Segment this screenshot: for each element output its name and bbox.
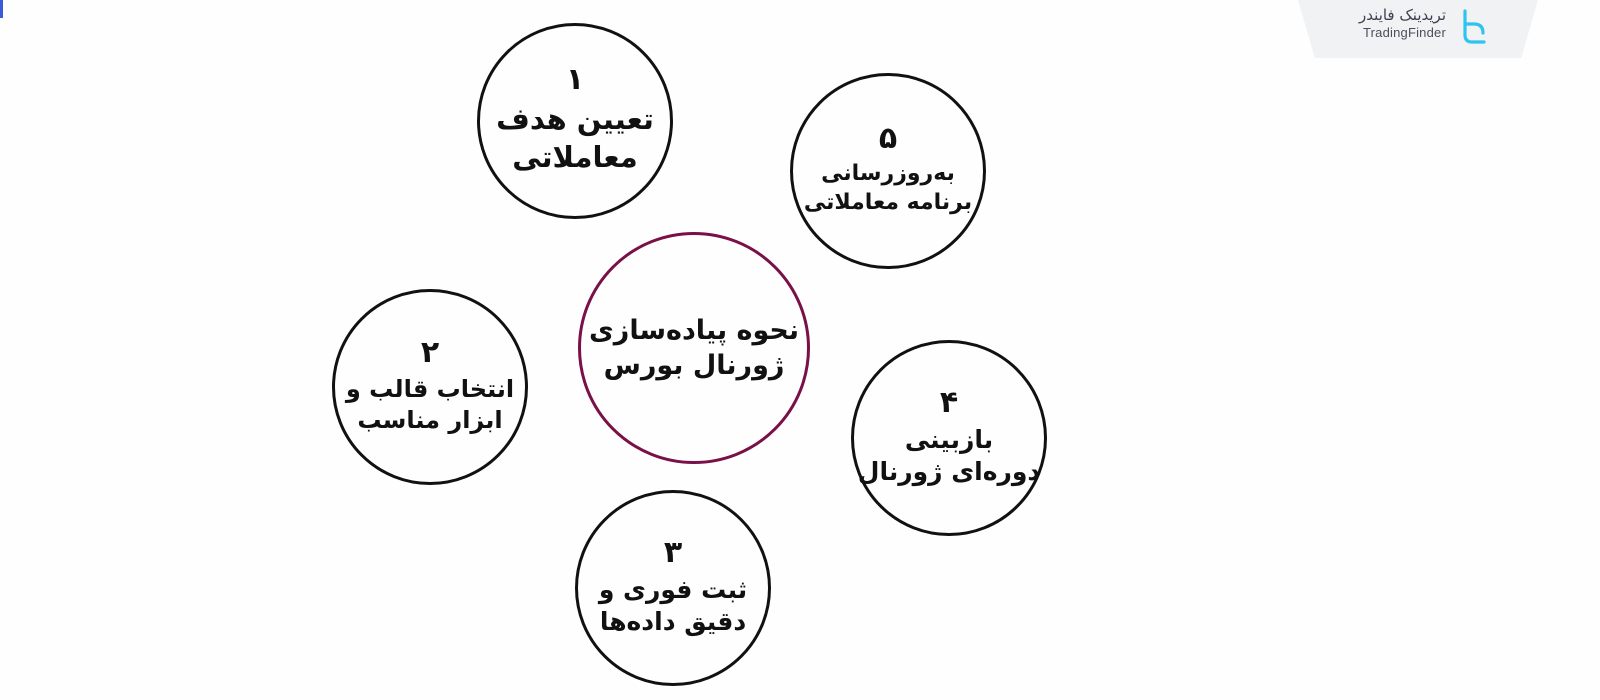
step-4-circle: ۴ بازبینی دوره‌ای ژورنال: [851, 340, 1047, 536]
step-2-label: انتخاب قالب و ابزار مناسب: [345, 374, 515, 434]
step-3-circle: ۳ ثبت فوری و دقیق داده‌ها: [575, 490, 771, 686]
step-5-label: به‌روزرسانی برنامه معاملاتی: [803, 161, 973, 215]
step-3-number: ۳: [663, 534, 683, 570]
brand-name-fa: تریدینک فایندر: [1359, 6, 1446, 24]
step-1-label: تعیین هدف معاملاتی: [496, 102, 654, 174]
step-2-circle: ۲ انتخاب قالب و ابزار مناسب: [332, 289, 528, 485]
step-1-circle: ۱ تعیین هدف معاملاتی: [477, 23, 673, 219]
step-3-label: ثبت فوری و دقیق داده‌ها: [598, 574, 748, 637]
step-2-number: ۲: [420, 334, 440, 370]
step-5-circle: ۵ به‌روزرسانی برنامه معاملاتی: [790, 73, 986, 269]
center-topic-circle: نحوه پیاده‌سازی ژورنال بورس: [578, 232, 810, 464]
brand-name-en: TradingFinder: [1362, 24, 1446, 40]
step-4-number: ۴: [939, 384, 959, 420]
center-topic-label: نحوه پیاده‌سازی ژورنال بورس: [589, 314, 799, 381]
brand-text: تریدینک فایندر TradingFinder: [1359, 6, 1446, 41]
brand-header: تریدینک فایندر TradingFinder: [1298, 0, 1538, 58]
tradingfinder-logo-icon: [1463, 9, 1486, 44]
step-1-number: ۱: [565, 62, 585, 98]
step-5-number: ۵: [878, 121, 898, 157]
corner-marker: [0, 0, 3, 18]
step-4-label: بازبینی دوره‌ای ژورنال: [857, 424, 1041, 487]
